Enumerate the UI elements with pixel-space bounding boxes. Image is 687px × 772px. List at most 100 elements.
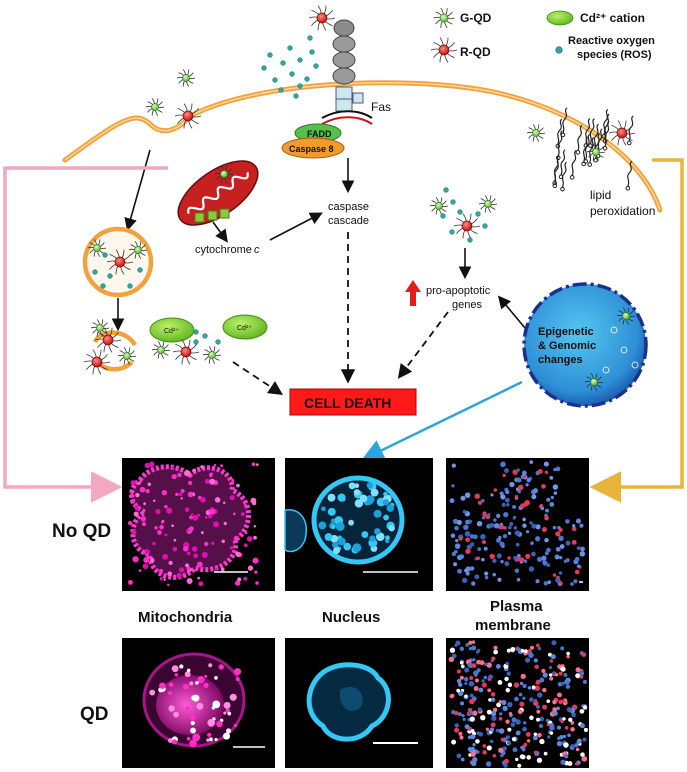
- g-qd-legend-icon: [433, 7, 455, 29]
- ros-particle: [193, 339, 199, 345]
- lipid-label-line1: lipid: [590, 188, 611, 202]
- pro-apoptotic-label-line2: genes: [452, 299, 482, 311]
- quantum-dot: [106, 249, 134, 275]
- cd-cation-legend-label: Cd²⁺ cation: [580, 11, 645, 25]
- quantum-dot: [586, 143, 606, 161]
- legend: G-QD R-QD Cd²⁺ cation Reactive oxygen sp…: [430, 7, 655, 63]
- quantum-dot: [117, 347, 137, 365]
- quantum-dots: [83, 5, 636, 391]
- ros-particle: [202, 333, 208, 339]
- ros-particle: [304, 76, 310, 82]
- quantum-dot: [584, 373, 604, 391]
- quantum-dot: [83, 349, 111, 375]
- micrograph-membrane-qd: [446, 638, 589, 768]
- caspase8-protein: [281, 137, 345, 159]
- cd-cation-2-label: Cd²⁺: [237, 325, 252, 332]
- ros-particle: [280, 60, 286, 66]
- ros-particle: [297, 83, 303, 89]
- ros-particle: [193, 329, 199, 335]
- quantum-dot: [453, 213, 481, 239]
- fas-label: Fas: [371, 100, 391, 114]
- dashed-arrow-cd-to-death: [232, 361, 284, 395]
- blue-arrow-to-nucleus-panels: [361, 380, 523, 461]
- ros-particle: [289, 71, 295, 77]
- arrow-mito-to-cytochrome: [212, 221, 228, 243]
- ros-particle: [309, 49, 315, 55]
- r-qd-legend-label: R-QD: [460, 45, 491, 59]
- fadd-label: FADD: [307, 129, 332, 139]
- quantum-dot: [202, 346, 222, 364]
- cytochrome-label: cytochrome: [195, 244, 252, 256]
- quantum-dot: [616, 307, 636, 325]
- quantum-dot: [174, 103, 202, 129]
- ros-particle: [100, 283, 106, 289]
- ros-particle: [137, 267, 143, 273]
- pink-arrow-to-mitochondria-panels: [3, 166, 168, 503]
- dashed-arrow-genes-to-death: [397, 311, 449, 379]
- ros-particle: [475, 211, 481, 217]
- quantum-dot: [214, 165, 234, 183]
- ros-particle: [261, 65, 267, 71]
- caspase8-label: Caspase 8: [289, 144, 334, 154]
- ros-particle: [450, 199, 456, 205]
- ros-particle: [215, 339, 221, 345]
- caspase-cascade-label-line2: cascade: [328, 215, 369, 227]
- ros-particle: [92, 269, 98, 275]
- col-label-membrane-line2: membrane: [475, 617, 551, 634]
- ros-particle: [467, 237, 473, 243]
- quantum-dot: [128, 241, 148, 259]
- ros-particle: [443, 187, 449, 193]
- epigenetic-nucleus: [522, 282, 648, 408]
- cd-cation-2: [222, 314, 268, 340]
- ros-particle: [267, 52, 273, 58]
- ros-particle: [440, 213, 446, 219]
- ros-particles: [92, 35, 488, 345]
- ros-particle: [297, 57, 303, 63]
- epigenetic-label-line1: Epigenetic: [538, 326, 594, 338]
- epigenetic-label-line2: & Genomic: [538, 340, 596, 352]
- row-label-qd: QD: [80, 704, 109, 725]
- ros-particle: [482, 223, 488, 229]
- ros-legend-label-line1: Reactive oxygen: [568, 35, 655, 47]
- arrow-endocytosis: [124, 149, 151, 232]
- quantum-dot: [172, 339, 200, 365]
- ros-particle: [457, 209, 463, 215]
- quantum-dot: [90, 319, 110, 337]
- micrograph-mito-qd: [122, 638, 275, 768]
- quantum-dot: [478, 195, 498, 213]
- mito-pore: [194, 212, 205, 223]
- cell-death-box: [289, 388, 417, 416]
- micrograph-mito-no-qd: [122, 458, 275, 591]
- ros-particle: [272, 77, 278, 83]
- quantum-dot: [176, 69, 196, 87]
- col-label-membrane-line1: Plasma: [490, 598, 543, 615]
- r-qd-legend-icon: [430, 37, 458, 63]
- pro-apoptotic-label-line1: pro-apoptotic: [426, 285, 491, 297]
- lipid-label-line2: peroxidation: [590, 204, 655, 218]
- row-label-no-qd: No QD: [52, 521, 111, 542]
- col-label-mitochondria: Mitochondria: [138, 609, 233, 626]
- quantum-dot: [429, 197, 449, 215]
- cd-cation-1-label: Cd²⁺: [164, 328, 179, 335]
- micrograph-membrane-no-qd: [446, 458, 589, 591]
- cytochrome-c-label: c: [254, 244, 260, 256]
- quantum-dot: [151, 341, 171, 359]
- ros-legend-label-line2: species (ROS): [577, 49, 652, 61]
- ros-particle: [449, 229, 455, 235]
- ros-particle: [127, 283, 133, 289]
- gold-arrow-to-membrane-panels: [589, 158, 684, 503]
- cell-death-label: CELL DEATH: [304, 395, 391, 411]
- ros-particle: [102, 252, 108, 258]
- ros-particle: [313, 63, 319, 69]
- ros-particle: [107, 273, 113, 279]
- quantum-dot: [145, 98, 165, 116]
- mitochondrion: [177, 160, 259, 226]
- cd-cation-legend-icon: [546, 10, 574, 26]
- quantum-dot: [87, 239, 107, 257]
- fas-receptor: [321, 19, 373, 125]
- micrograph-nucleus-no-qd: [284, 458, 433, 591]
- ros-particle: [287, 45, 293, 51]
- arrow-cytochrome-to-caspase: [269, 212, 323, 241]
- ros-particle: [278, 87, 284, 93]
